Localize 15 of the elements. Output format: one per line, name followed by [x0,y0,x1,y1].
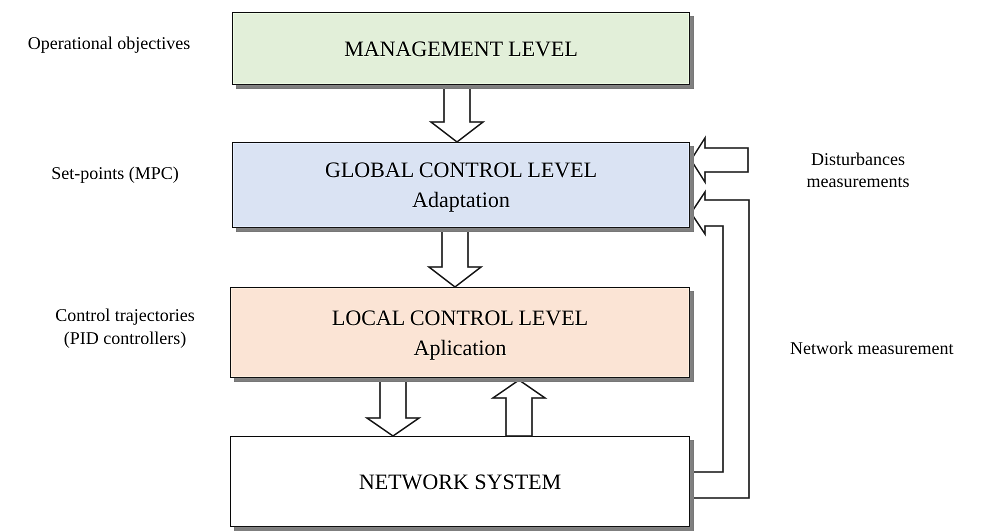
hollow-arrow [426,229,484,288]
level-title: MANAGEMENT LEVEL [344,34,578,62]
level-title: LOCAL CONTROL LEVEL [332,304,588,332]
side-note: Network measurement [790,337,954,360]
hollow-arrow [490,379,548,437]
level-title: GLOBAL CONTROL LEVEL [324,156,598,184]
side-note: Operational objectives [26,32,192,55]
side-note: Control trajectories (PID controllers) [54,304,196,350]
level-subtitle: Aplication [414,334,506,362]
level-subtitle: Adaptation [412,186,510,214]
hollow-arrow [428,86,486,143]
hollow-arrow [364,379,422,437]
level-title: Disturbances measurements [806,148,910,192]
level-title: NETWORK SYSTEM [358,468,562,496]
side-note: Set-points (MPC) [50,162,180,185]
